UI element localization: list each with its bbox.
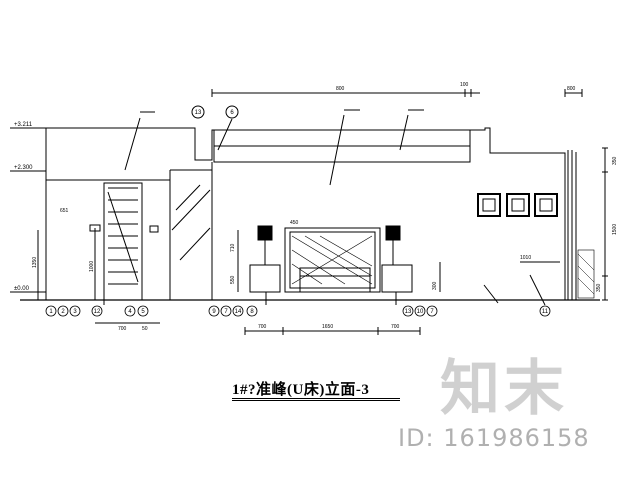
dim-bottom-5: 700 <box>391 324 400 330</box>
nightstand-left <box>249 264 281 293</box>
dim-left-3: 1000 <box>89 261 95 272</box>
dim-mid-5: 1010 <box>520 255 531 261</box>
marker-12: 12 <box>94 309 101 315</box>
level-mid: +2.300 <box>14 165 33 171</box>
dim-top-2: 100 <box>460 82 469 88</box>
marker-9: 9 <box>212 309 216 315</box>
dim-mid-3: 550 <box>230 275 236 284</box>
marker-10: 10 <box>417 309 424 315</box>
title-underline <box>232 398 400 399</box>
dim-left-2: 1350 <box>32 257 38 268</box>
dim-mid-1: 450 <box>290 220 299 226</box>
dim-bottom-3: 700 <box>258 324 267 330</box>
ceiling-soffit <box>212 129 471 163</box>
dim-mid-2: 710 <box>230 243 236 252</box>
marker-2: 2 <box>61 309 65 315</box>
lamp-left <box>257 225 273 241</box>
marker-7a: 7 <box>224 309 228 315</box>
dim-bottom-4: 1650 <box>322 324 333 330</box>
watermark-logo: 知末 <box>440 354 568 424</box>
marker-1: 1 <box>49 309 53 315</box>
title-underline-2 <box>232 400 400 401</box>
bed <box>299 267 371 293</box>
lamp-right <box>385 225 401 241</box>
marker-4: 4 <box>128 309 132 315</box>
dim-bottom-2: 50 <box>142 326 148 332</box>
dim-bottom-1: 700 <box>118 326 127 332</box>
watermark-id: ID: 161986158 <box>398 424 590 452</box>
marker-7b: 7 <box>430 309 434 315</box>
level-top: +3.211 <box>14 122 33 128</box>
drawing-title: 1#?准峰(U床)立面-3 <box>232 382 370 398</box>
dim-right-2: 1500 <box>612 224 618 235</box>
frame-3 <box>534 193 558 217</box>
dim-top-1: 800 <box>336 86 345 92</box>
marker-11: 11 <box>542 309 549 315</box>
dim-left-1: 651 <box>60 208 69 214</box>
marker-8: 8 <box>250 309 254 315</box>
door <box>103 182 143 301</box>
marker-14: 14 <box>235 309 242 315</box>
dim-top-3: 800 <box>567 86 576 92</box>
frame-1 <box>477 193 501 217</box>
callout-6: 6 <box>230 110 234 116</box>
dim-right-3: 350 <box>596 283 602 292</box>
ceiling-outline <box>45 127 566 300</box>
marker-13: 13 <box>405 309 412 315</box>
callout-13: 13 <box>195 110 202 116</box>
frame-2 <box>506 193 530 217</box>
dim-right-1: 350 <box>612 156 618 165</box>
dim-mid-4: 300 <box>432 281 438 290</box>
marker-3: 3 <box>73 309 77 315</box>
nightstand-right <box>381 264 413 293</box>
level-floor: ±0.00 <box>14 286 30 292</box>
marker-5: 5 <box>141 309 145 315</box>
